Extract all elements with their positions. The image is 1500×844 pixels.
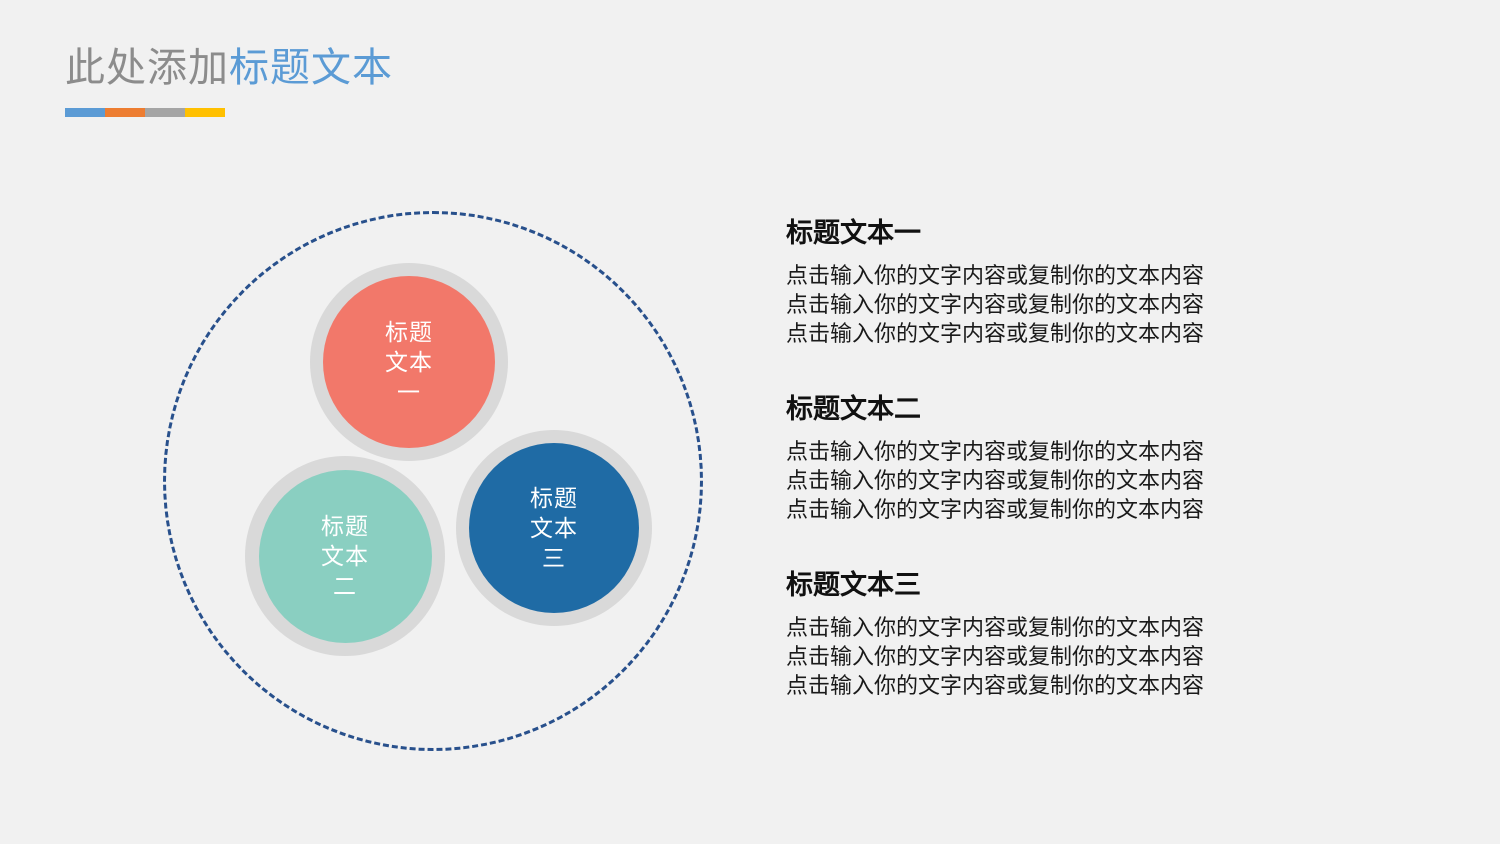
diagram-node-one[interactable]: 标题 文本 一 (310, 263, 508, 461)
diagram-node-three-line3: 三 (542, 545, 566, 571)
content-item-one-body: 点击输入你的文字内容或复制你的文本内容 点击输入你的文字内容或复制你的文本内容 … (786, 261, 1366, 348)
content-item-three: 标题文本三 点击输入你的文字内容或复制你的文本内容 点击输入你的文字内容或复制你… (786, 568, 1366, 700)
accent-bar-segment-gray (145, 108, 185, 117)
diagram-node-one-line1: 标题 (385, 319, 433, 345)
page-title-blue-part: 标题文本 (229, 46, 393, 90)
content-item-one-heading: 标题文本一 (786, 218, 921, 248)
diagram-node-one-fill: 标题 文本 一 (323, 276, 495, 448)
content-item-two: 标题文本二 点击输入你的文字内容或复制你的文本内容 点击输入你的文字内容或复制你… (786, 392, 1366, 524)
content-item-three-body: 点击输入你的文字内容或复制你的文本内容 点击输入你的文字内容或复制你的文本内容 … (786, 613, 1366, 700)
diagram-node-two-fill: 标题 文本 二 (258, 469, 432, 643)
diagram-node-two-line3: 二 (333, 573, 357, 599)
diagram-node-three-line1: 标题 (530, 485, 578, 511)
diagram-node-three-line2: 文本 (530, 515, 578, 541)
diagram-node-two-line2: 文本 (321, 543, 369, 569)
content-item-two-body-line1: 点击输入你的文字内容或复制你的文本内容 (786, 439, 1205, 464)
title-block: 此处添加标题文本 (65, 42, 393, 117)
content-item-one-body-line2: 点击输入你的文字内容或复制你的文本内容 (786, 292, 1205, 317)
page-title: 此处添加标题文本 (65, 42, 393, 94)
content-text-column: 标题文本一 点击输入你的文字内容或复制你的文本内容 点击输入你的文字内容或复制你… (786, 216, 1366, 700)
accent-bar-segment-yellow (185, 108, 225, 117)
content-item-two-body-line3: 点击输入你的文字内容或复制你的文本内容 (786, 497, 1205, 522)
content-item-two-heading: 标题文本二 (786, 394, 921, 424)
content-item-two-body-line2: 点击输入你的文字内容或复制你的文本内容 (786, 468, 1205, 493)
page-title-gray-part: 此处添加 (65, 46, 229, 90)
accent-bar (65, 108, 225, 117)
diagram-node-three[interactable]: 标题 文本 三 (456, 430, 652, 626)
accent-bar-segment-orange (105, 108, 145, 117)
diagram-node-three-fill: 标题 文本 三 (469, 443, 639, 613)
content-item-one: 标题文本一 点击输入你的文字内容或复制你的文本内容 点击输入你的文字内容或复制你… (786, 216, 1366, 348)
dashed-outer-circle (163, 211, 703, 751)
diagram-node-two[interactable]: 标题 文本 二 (245, 456, 445, 656)
content-item-one-body-line1: 点击输入你的文字内容或复制你的文本内容 (786, 263, 1205, 288)
content-item-three-body-line1: 点击输入你的文字内容或复制你的文本内容 (786, 615, 1205, 640)
content-item-three-body-line2: 点击输入你的文字内容或复制你的文本内容 (786, 644, 1205, 669)
diagram-node-one-line3: 一 (397, 379, 421, 405)
diagram-node-two-line1: 标题 (321, 513, 369, 539)
content-item-three-heading: 标题文本三 (786, 570, 921, 600)
venn-circle-diagram: 标题 文本 一 标题 文本 二 标题 文本 三 (160, 208, 712, 760)
diagram-node-one-line2: 文本 (385, 349, 433, 375)
accent-bar-segment-blue (65, 108, 105, 117)
content-item-three-body-line3: 点击输入你的文字内容或复制你的文本内容 (786, 673, 1205, 698)
content-item-two-body: 点击输入你的文字内容或复制你的文本内容 点击输入你的文字内容或复制你的文本内容 … (786, 437, 1366, 524)
content-item-one-body-line3: 点击输入你的文字内容或复制你的文本内容 (786, 321, 1205, 346)
